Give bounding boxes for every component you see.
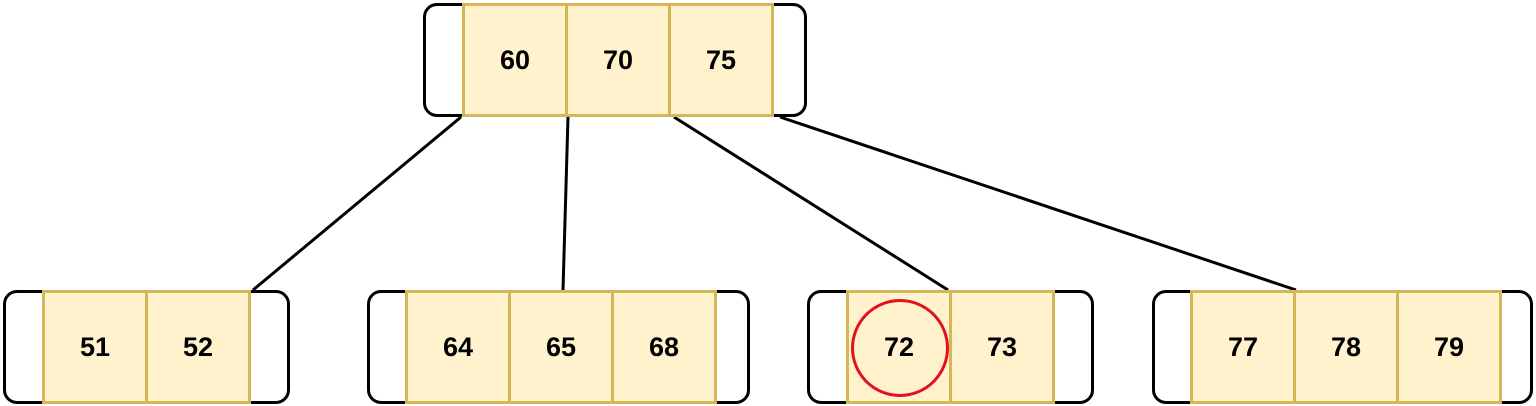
leaf-1-key-2: 52 — [145, 290, 251, 404]
leaf-4-key-2: 78 — [1293, 290, 1399, 404]
leaf-node-2: 64 65 68 — [367, 290, 750, 404]
root-node: 60 70 75 — [423, 3, 807, 117]
leaf-3-key-2: 73 — [949, 290, 1055, 404]
leaf-4-key-3: 79 — [1396, 290, 1502, 404]
leaf-4-key-1: 77 — [1190, 290, 1296, 404]
leaf-3-key-1: 72 — [846, 290, 952, 404]
root-key-1: 60 — [462, 3, 568, 117]
highlight-circle — [851, 299, 949, 397]
leaf-2-key-3: 68 — [611, 290, 717, 404]
root-key-3: 75 — [668, 3, 774, 117]
edge-root-to-leaf-2 — [561, 116, 570, 291]
leaf-1-key-1: 51 — [42, 290, 148, 404]
root-key-2: 70 — [565, 3, 671, 117]
leaf-node-1: 51 52 — [3, 290, 290, 404]
edge-root-to-leaf-4 — [779, 115, 1297, 292]
leaf-2-key-2: 65 — [508, 290, 614, 404]
edge-root-to-leaf-1 — [252, 115, 462, 292]
leaf-node-3: 72 73 — [807, 290, 1094, 404]
leaf-node-4: 77 78 79 — [1152, 290, 1533, 404]
edge-root-to-leaf-3 — [673, 115, 949, 292]
leaf-2-key-1: 64 — [405, 290, 511, 404]
